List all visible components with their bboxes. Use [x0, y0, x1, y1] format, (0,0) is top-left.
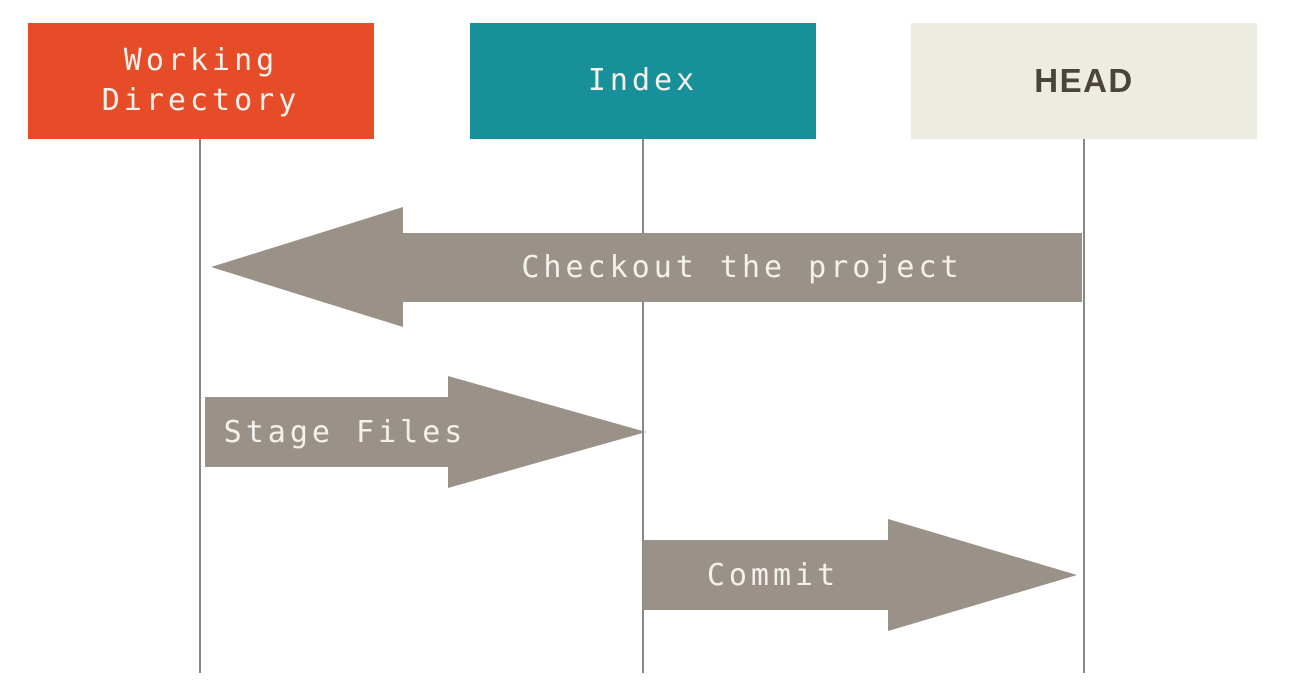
- checkout-arrowhead-left-icon: [211, 207, 403, 327]
- head-label: HEAD: [1034, 62, 1134, 99]
- stage-files-arrowhead-right-icon: [448, 376, 646, 488]
- head-lifeline: [1083, 139, 1085, 673]
- index-label: Index: [587, 63, 699, 98]
- stage-files-arrow-label: Stage Files: [223, 414, 467, 450]
- working-directory-label: Working Directory: [101, 43, 301, 118]
- working-directory-lifeline: [199, 139, 201, 673]
- commit-arrow: Commit: [643, 519, 1077, 631]
- stage-files-arrow-shaft: [205, 397, 448, 467]
- index-box: Index: [470, 23, 816, 139]
- checkout-arrow-label: Checkout the project: [521, 250, 963, 285]
- stage-files-arrow: Stage Files: [205, 376, 646, 488]
- checkout-arrow-shaft: [402, 233, 1082, 302]
- working-directory-box: Working Directory: [28, 23, 374, 139]
- head-box: HEAD: [911, 23, 1257, 139]
- checkout-arrow: Checkout the project: [211, 207, 1082, 328]
- commit-arrow-shaft: [643, 540, 888, 610]
- commit-arrowhead-right-icon: [888, 519, 1077, 631]
- commit-arrow-label: Commit: [706, 557, 840, 593]
